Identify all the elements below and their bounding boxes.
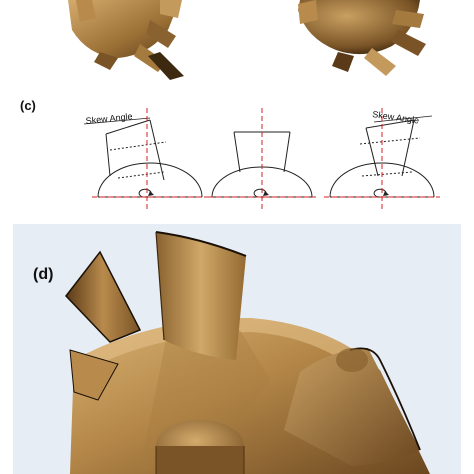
blade-upright <box>156 232 246 360</box>
left-top-impeller <box>68 0 184 80</box>
impeller-render-svg <box>65 231 430 474</box>
blade-left-thin <box>65 250 142 343</box>
top-impeller-renders <box>0 0 474 84</box>
panel-label-c: (c) <box>20 98 36 113</box>
skew-angle-label-left: Skew Angle <box>85 111 133 126</box>
blade-lower-left <box>69 349 119 401</box>
panel-d-render <box>13 224 461 474</box>
panel-label-d: (d) <box>33 266 54 283</box>
blade-right <box>284 348 420 466</box>
skew-schematic-svg: Skew Angle Skew Angle <box>83 108 440 212</box>
panel-c-schematic: Skew Angle Skew Angle <box>0 88 474 220</box>
centerlines <box>92 108 440 212</box>
right-top-impeller <box>298 0 426 76</box>
top-impeller-svg <box>68 0 426 80</box>
left-skew-schematic <box>83 117 203 198</box>
